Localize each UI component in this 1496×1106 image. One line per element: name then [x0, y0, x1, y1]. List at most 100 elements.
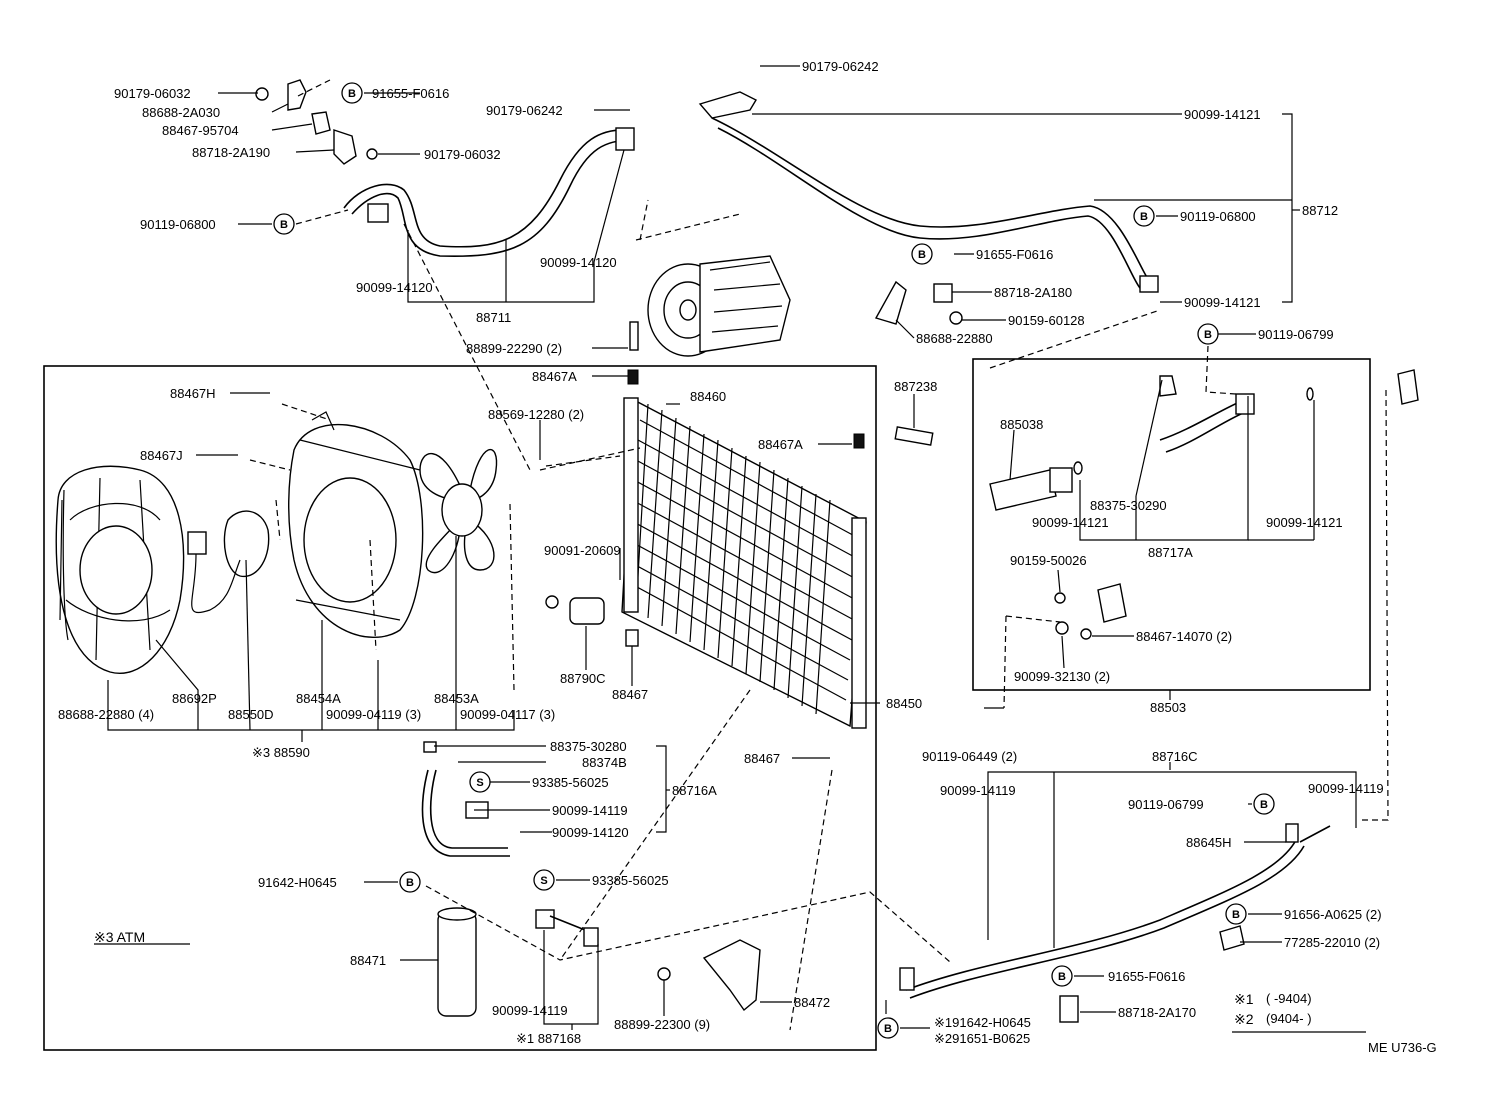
label-90099-14119-c: 90099-14119 — [1308, 781, 1384, 796]
svg-text:B: B — [406, 877, 414, 889]
callout-s-93385-56025-a: S — [469, 771, 491, 793]
label-88718-2A190: 88718-2A190 — [192, 145, 270, 160]
label-88716C: 88716C — [1152, 749, 1198, 764]
label-88454A: 88454A — [296, 691, 341, 706]
label-90159-50026: 90159-50026 — [1010, 553, 1087, 568]
label-88375-30280: 88375-30280 — [550, 739, 627, 754]
label-88467A-a: 88467A — [532, 369, 577, 384]
callout-b-91642-H0645-b: B — [877, 1017, 899, 1039]
label-91655-F0616-c: 91655-F0616 — [1108, 969, 1185, 984]
bracket-88472 — [657, 939, 761, 1012]
label-90099-14119-b: 90099-14119 — [940, 783, 1016, 798]
label-90119-06799-b: 90119-06799 — [1128, 797, 1204, 812]
label-88717A: 88717A — [1148, 545, 1193, 560]
label-90159-60128: 90159-60128 — [1008, 313, 1085, 328]
label-90179-06032-a: 90179-06032 — [114, 86, 191, 101]
label-90119-06799-a: 90119-06799 — [1258, 327, 1334, 342]
label-90099-14121-b: 90099-14121 — [1184, 295, 1261, 310]
label-88688-2A030: 88688-2A030 — [142, 105, 220, 120]
svg-text:B: B — [1140, 211, 1148, 223]
label-88712: 88712 — [1302, 203, 1338, 218]
receiver-group-frame — [972, 358, 1371, 691]
fan-motor-88550D — [187, 510, 270, 614]
label-88688-22880-a: 88688-22880 — [916, 331, 993, 346]
label-90099-14121-a: 90099-14121 — [1184, 107, 1261, 122]
label-887168: ※1 887168 — [516, 1031, 581, 1046]
label-91642-H0645-b: ※191642-H0645 — [934, 1015, 1031, 1030]
svg-text:B: B — [1204, 329, 1212, 341]
label-88374B: 88374B — [582, 755, 627, 770]
receiver-group — [989, 369, 1419, 640]
bracket-88718-2A170 — [1059, 925, 1245, 1023]
label-88467-b: 88467 — [744, 751, 780, 766]
label-88711: 88711 — [476, 310, 511, 325]
svg-text:B: B — [280, 219, 288, 231]
fan-condenser-group-frame — [43, 365, 877, 1051]
label-90119-06800-b: 90119-06800 — [1180, 209, 1256, 224]
discharge-hose-88711 — [343, 127, 635, 258]
callout-b-90119-06799-b: B — [1253, 793, 1275, 815]
label-90099-14121-c: 90099-14121 — [1032, 515, 1109, 530]
label-90099-14120-a: 90099-14120 — [356, 280, 433, 295]
label-90099-32130: 90099-32130 (2) — [1014, 669, 1110, 684]
label-93385-56025-a: 93385-56025 — [532, 775, 609, 790]
svg-text:B: B — [884, 1023, 892, 1035]
label-88467-95704: 88467-95704 — [162, 123, 239, 138]
label-90099-14119-d: 90099-14119 — [492, 1003, 568, 1018]
label-88718-2A180: 88718-2A180 — [994, 285, 1072, 300]
label-91651-B0625: ※291651-B0625 — [934, 1031, 1030, 1046]
pressure-switch-88790C — [545, 595, 639, 647]
liquid-pipe-88716C — [899, 823, 1331, 999]
diagram-id: ME U736-G — [1368, 1040, 1437, 1055]
pipe-887168 — [535, 909, 599, 947]
label-88467A-b: 88467A — [758, 437, 803, 452]
svg-text:B: B — [1232, 909, 1240, 921]
svg-text:S: S — [476, 777, 483, 789]
label-88645H: 88645H — [1186, 835, 1232, 850]
label-90179-06242-b: 90179-06242 — [802, 59, 879, 74]
label-90099-14120-c: 90099-14120 — [552, 825, 629, 840]
label-88471: 88471 — [350, 953, 386, 968]
label-88467J: 88467J — [140, 448, 183, 463]
label-88453A: 88453A — [434, 691, 479, 706]
suction-hose-88712 — [698, 91, 1159, 293]
fan-guard-88692P — [55, 465, 185, 674]
label-90099-14121-d: 90099-14121 — [1266, 515, 1343, 530]
callout-b-91655-F0616-b: B — [911, 243, 933, 265]
legend-note1-range: ( -9404) — [1266, 991, 1312, 1006]
label-91642-H0645-a: 91642-H0645 — [258, 875, 337, 890]
svg-text:S: S — [540, 875, 547, 887]
label-88467-14070: 88467-14070 (2) — [1136, 629, 1232, 644]
label-90099-14120-b: 90099-14120 — [540, 255, 617, 270]
label-88899-22300: 88899-22300 (9) — [614, 1017, 710, 1032]
label-91655-F0616-b: 91655-F0616 — [976, 247, 1053, 262]
label-88718-2A170: 88718-2A170 — [1118, 1005, 1196, 1020]
label-88688-22880-b: 88688-22880 (4) — [58, 707, 154, 722]
compressor — [629, 213, 791, 357]
leader-lines — [94, 65, 1366, 1033]
atm-note: ※3 ATM — [94, 929, 145, 945]
callout-b-90119-06800-b: B — [1133, 205, 1155, 227]
callout-b-91642-H0645: B — [399, 871, 421, 893]
receiver-88471 — [437, 907, 477, 1017]
label-90091-20609: 90091-20609 — [544, 543, 621, 558]
label-90179-06032-b: 90179-06032 — [424, 147, 501, 162]
label-93385-56025-b: 93385-56025 — [592, 873, 669, 888]
label-885038: 885038 — [1000, 417, 1043, 432]
label-88460: 88460 — [690, 389, 726, 404]
label-90119-06800-a: 90119-06800 — [140, 217, 216, 232]
svg-text:B: B — [348, 88, 356, 100]
label-88472: 88472 — [794, 995, 830, 1010]
svg-text:B: B — [1058, 971, 1066, 983]
bracket-88718-2A180 — [874, 280, 963, 325]
label-88716A: 88716A — [672, 783, 717, 798]
pipe-bracket-assembly — [255, 79, 378, 165]
fan-blade-88453A — [419, 448, 498, 574]
legend-note1-mark: ※1 — [1234, 991, 1254, 1007]
label-90119-06449: 90119-06449 (2) — [922, 749, 1017, 764]
label-88467-a: 88467 — [612, 687, 648, 702]
svg-text:B: B — [918, 249, 926, 261]
label-91656-A0625: 91656-A0625 (2) — [1284, 907, 1382, 922]
label-88550D: 88550D — [228, 707, 274, 722]
svg-text:B: B — [1260, 799, 1268, 811]
